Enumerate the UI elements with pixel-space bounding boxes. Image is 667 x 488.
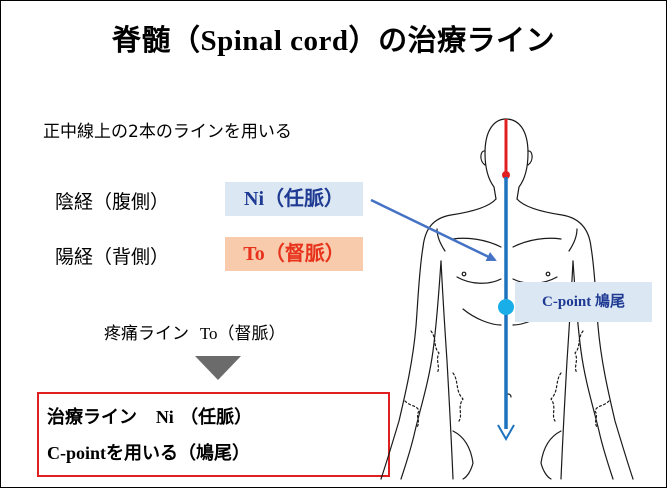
armpit-right <box>568 228 578 252</box>
hip-left <box>452 430 474 480</box>
arm-left-outer <box>380 246 424 480</box>
slide-title: 脊髄（Spinal cord）の治療ライン <box>1 17 666 59</box>
dotted-right-1 <box>574 330 584 374</box>
pointer-arrow-icon <box>370 198 497 262</box>
treatment-line-1: 治療ライン Ni （任脈） <box>47 403 252 429</box>
to-badge: To（督脈） <box>225 237 363 271</box>
treatment-line2-a: C-point <box>47 443 107 463</box>
pec-left <box>456 276 502 284</box>
pain-label: 疼痛ライン <box>104 324 189 344</box>
pain-line-text: 疼痛ライン To（督脈） <box>104 319 286 344</box>
c-point-label: C-point 鳩尾 <box>515 282 652 322</box>
chest-left <box>452 237 502 248</box>
yin-meridian-label: 陰経（腹側） <box>55 191 170 213</box>
dotted-left-1 <box>430 330 440 374</box>
treatment-line1-c: （任脈） <box>180 407 253 428</box>
treatment-box: 治療ライン Ni （任脈） C-pointを用いる（鳩尾） <box>37 392 390 477</box>
arm-left-inner <box>400 260 442 480</box>
ear-right <box>527 150 533 166</box>
ni-line-arrowhead-icon <box>497 424 515 442</box>
title-rest: の治療ライン <box>378 23 556 57</box>
head-outline-left <box>484 152 497 200</box>
down-triangle-icon <box>195 356 241 380</box>
title-latin: （Spinal cord） <box>170 25 379 57</box>
ear-left <box>480 150 486 166</box>
nipple-left <box>461 271 467 277</box>
head-outline <box>484 118 529 200</box>
treatment-line1-b: Ni <box>155 407 174 427</box>
dotted-left-2 <box>452 372 464 422</box>
knuckle-right <box>594 400 610 428</box>
pain-value: To（督脈） <box>199 324 286 343</box>
chest-right <box>512 237 562 248</box>
nipple-right <box>545 271 551 277</box>
dotted-right-2 <box>550 372 562 422</box>
rib-left <box>462 308 502 326</box>
shoulder-left <box>422 198 497 248</box>
hip-right <box>540 430 562 480</box>
treatment-line1-a: 治療ライン <box>47 407 137 428</box>
ni-badge: Ni（任脈） <box>225 182 363 216</box>
yang-meridian-label: 陽経（背側） <box>55 246 170 268</box>
c-point-marker <box>498 299 514 315</box>
treatment-line2-b: を用いる（鳩尾） <box>106 443 251 464</box>
knuckle-left <box>404 400 420 428</box>
title-main: 脊髄 <box>111 23 171 57</box>
shoulder-right <box>516 198 592 248</box>
to-meridian-dot <box>502 171 510 179</box>
intro-text: 正中線上の2本のラインを用いる <box>43 122 292 142</box>
treatment-line-2: C-pointを用いる（鳩尾） <box>47 439 250 465</box>
torso-left <box>440 260 454 480</box>
